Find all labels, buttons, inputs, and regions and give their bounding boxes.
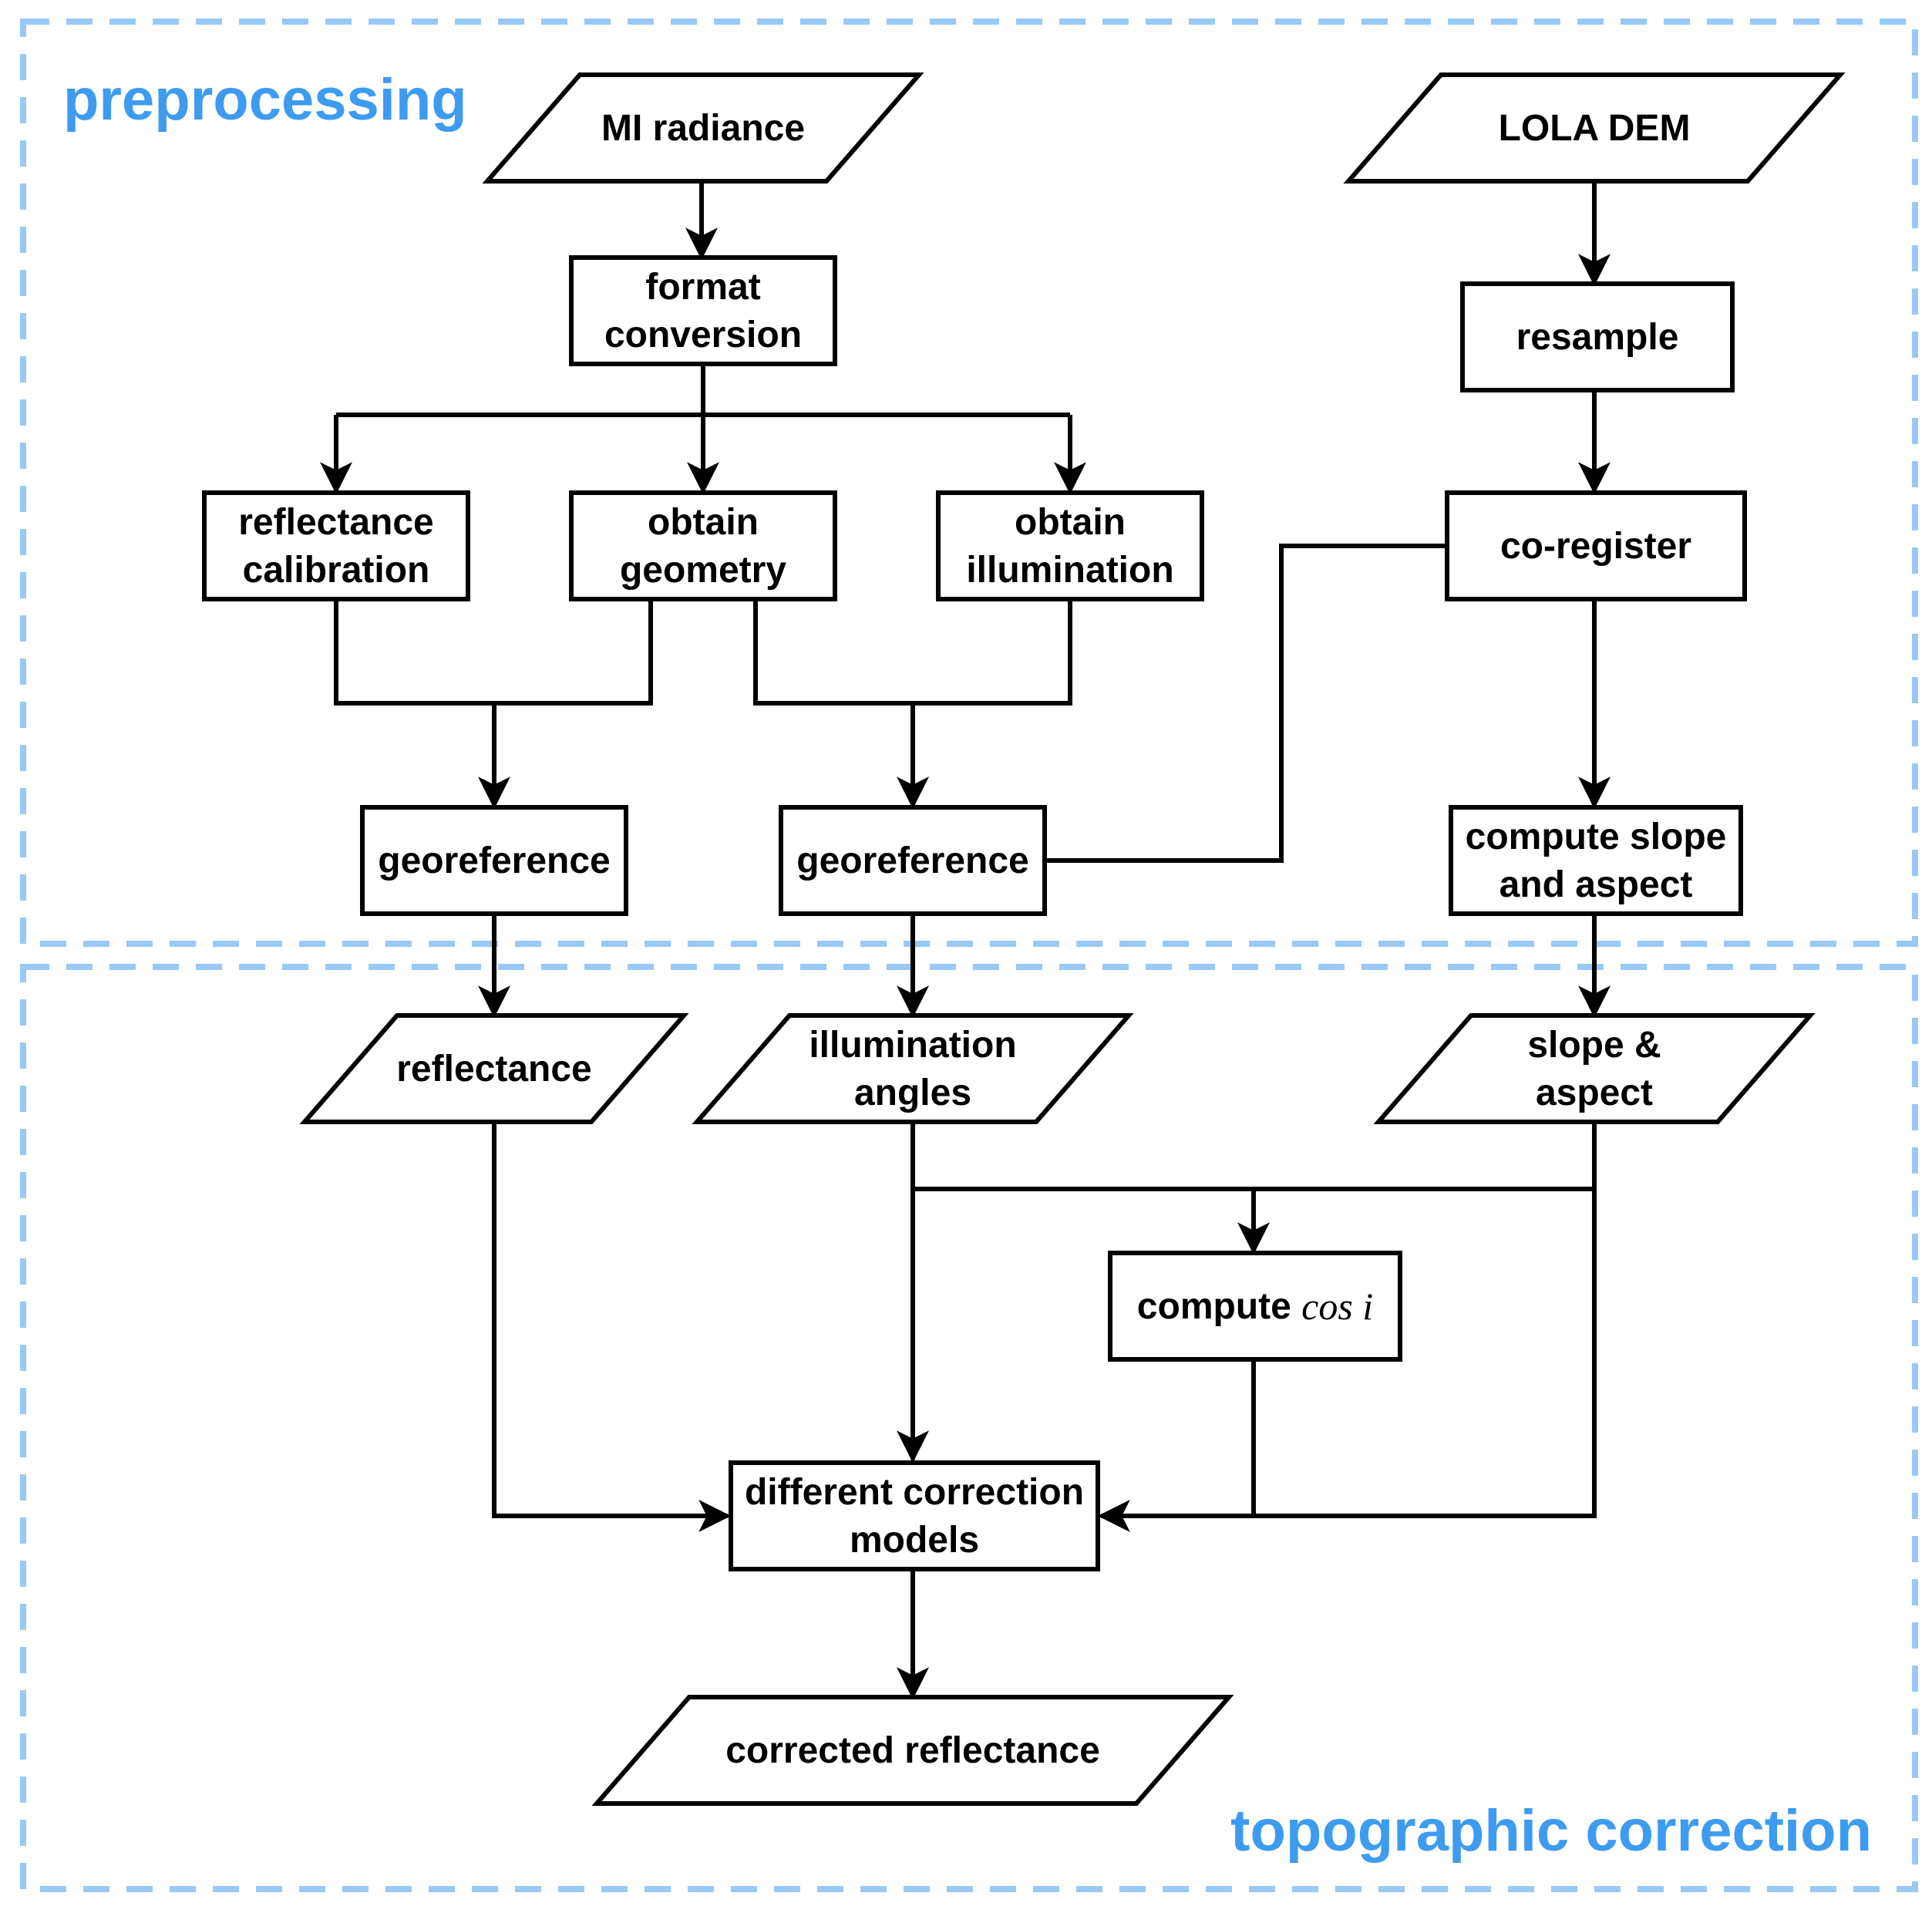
format-conversion-process-box <box>569 255 837 366</box>
flowchart-nodes: MI radiance LOLA DEM format conversion resam… <box>202 72 1846 1806</box>
compute-cos-i-label: compute cos i <box>1137 1285 1373 1328</box>
co-register-label-text: co-register <box>1500 526 1691 567</box>
mi-radiance-label: MI radiance <box>601 108 805 149</box>
node-obtain-illumination: obtain illumination <box>936 490 1204 601</box>
obtain-geometry-label-text: obtain <box>648 502 759 543</box>
illumination-angles-label: angles <box>854 1073 971 1113</box>
compute-slope-aspect-label-text: compute slope <box>1466 817 1727 857</box>
format-conversion-label-text: conversion <box>604 315 802 355</box>
resample-label: resample <box>1516 317 1679 358</box>
co-register-label: co-register <box>1500 526 1691 567</box>
reflectance-label-text: reflectance <box>396 1049 591 1090</box>
connector-lines <box>320 182 1611 1700</box>
compute-slope-aspect-process-box <box>1449 805 1743 916</box>
resample-process-box <box>1460 281 1735 392</box>
topographic-correction-region <box>20 964 1918 1892</box>
edge-slope-aspect-to-correction-models <box>1097 1123 1597 1532</box>
georeference-2-label: georeference <box>796 840 1028 881</box>
compute-slope-aspect-label-text: and aspect <box>1499 864 1693 905</box>
correction-models-label: models <box>850 1520 979 1561</box>
corrected-reflectance-label-text: corrected reflectance <box>725 1730 1100 1771</box>
edge-co-register-to-georeference-2 <box>1045 544 1446 863</box>
obtain-illumination-label-text: illumination <box>966 550 1173 591</box>
compute-cos-i-math: cos i <box>1301 1285 1373 1328</box>
reflectance-label: reflectance <box>396 1049 591 1090</box>
compute-cos-i-label-text: compute <box>1137 1286 1301 1327</box>
node-lola-dem: LOLA DEM <box>1343 72 1846 184</box>
node-reflectance: reflectance <box>299 1013 689 1124</box>
node-georeference-1: georeference <box>360 805 628 916</box>
obtain-geometry-label: obtain <box>648 502 759 543</box>
node-format-conversion: format conversion <box>569 255 837 366</box>
slope-aspect-label-text: aspect <box>1536 1073 1653 1113</box>
corrected-reflectance-data-shape <box>591 1695 1234 1806</box>
reflectance-calibration-process-box <box>202 490 470 601</box>
illumination-angles-data-shape <box>692 1013 1134 1124</box>
node-georeference-2: georeference <box>779 805 1047 916</box>
georeference-1-process-box <box>360 805 628 916</box>
edge-obtain-geometry-to-georeference-2 <box>753 600 1072 706</box>
georeference-1-label-text: georeference <box>378 840 610 881</box>
georeference-2-label-text: georeference <box>796 840 1028 881</box>
co-register-process-box <box>1445 490 1747 601</box>
correction-models-process-box <box>729 1460 1100 1571</box>
node-illumination-angles: illumination angles <box>692 1013 1134 1124</box>
slope-aspect-label: aspect <box>1536 1073 1653 1113</box>
preprocessing-region <box>20 19 1918 947</box>
reflectance-calibration-label-text: calibration <box>243 550 430 591</box>
compute-slope-aspect-label: compute slope <box>1466 817 1727 857</box>
node-correction-models: different correction models <box>729 1460 1100 1571</box>
obtain-geometry-label-text: geometry <box>620 550 786 591</box>
topographic-correction-label: topographic correction <box>1230 1798 1872 1864</box>
obtain-illumination-label: obtain <box>1015 502 1126 543</box>
reflectance-calibration-label-text: reflectance <box>238 502 433 543</box>
node-compute-cos-i: compute cos i <box>1108 1251 1402 1362</box>
correction-models-label-text: models <box>850 1520 979 1561</box>
slope-aspect-data-shape <box>1373 1013 1816 1124</box>
node-mi-radiance: MI radiance <box>482 72 924 184</box>
obtain-illumination-process-box <box>936 490 1204 601</box>
mi-radiance-data-shape <box>482 72 924 184</box>
format-conversion-label: format <box>645 267 760 308</box>
compute-slope-aspect-label: and aspect <box>1499 864 1693 905</box>
node-resample: resample <box>1460 281 1735 392</box>
obtain-illumination-label: illumination <box>966 550 1173 591</box>
illumination-angles-label-text: angles <box>854 1073 971 1113</box>
node-corrected-reflectance: corrected reflectance <box>591 1695 1234 1806</box>
corrected-reflectance-label: corrected reflectance <box>725 1730 1100 1771</box>
obtain-illumination-label-text: obtain <box>1015 502 1126 543</box>
illumination-angles-label-text: illumination <box>809 1025 1016 1066</box>
slope-aspect-label-text: slope & <box>1527 1025 1661 1066</box>
reflectance-calibration-label: reflectance <box>238 502 433 543</box>
node-obtain-geometry: obtain geometry <box>569 490 837 601</box>
node-reflectance-calibration: reflectance calibration <box>202 490 470 601</box>
lola-dem-label: LOLA DEM <box>1499 108 1691 149</box>
format-conversion-label: conversion <box>604 315 802 355</box>
correction-models-label: different correction <box>745 1472 1084 1513</box>
resample-label-text: resample <box>1516 317 1679 358</box>
lola-dem-label-text: LOLA DEM <box>1499 108 1691 149</box>
preprocessing-label: preprocessing <box>63 67 467 133</box>
slope-aspect-label: slope & <box>1527 1025 1661 1066</box>
edge-reflectance-calibration-to-georeference-1 <box>334 600 653 706</box>
reflectance-data-shape <box>299 1013 689 1124</box>
illumination-angles-label: illumination <box>809 1025 1016 1066</box>
reflectance-calibration-label: calibration <box>243 550 430 591</box>
lola-dem-data-shape <box>1343 72 1846 184</box>
georeference-1-label: georeference <box>378 840 610 881</box>
node-co-register: co-register <box>1445 490 1747 601</box>
obtain-geometry-process-box <box>569 490 837 601</box>
georeference-2-process-box <box>779 805 1047 916</box>
edge-reflectance-to-correction-models <box>492 1123 732 1532</box>
correction-models-label-text: different correction <box>745 1472 1084 1513</box>
mi-radiance-label-text: MI radiance <box>601 108 805 149</box>
obtain-geometry-label: geometry <box>620 550 786 591</box>
node-slope-aspect: slope & aspect <box>1373 1013 1816 1124</box>
format-conversion-label-text: format <box>645 267 760 308</box>
compute-cos-i-process-box <box>1108 1251 1402 1362</box>
node-compute-slope-aspect: compute slope and aspect <box>1449 805 1743 916</box>
